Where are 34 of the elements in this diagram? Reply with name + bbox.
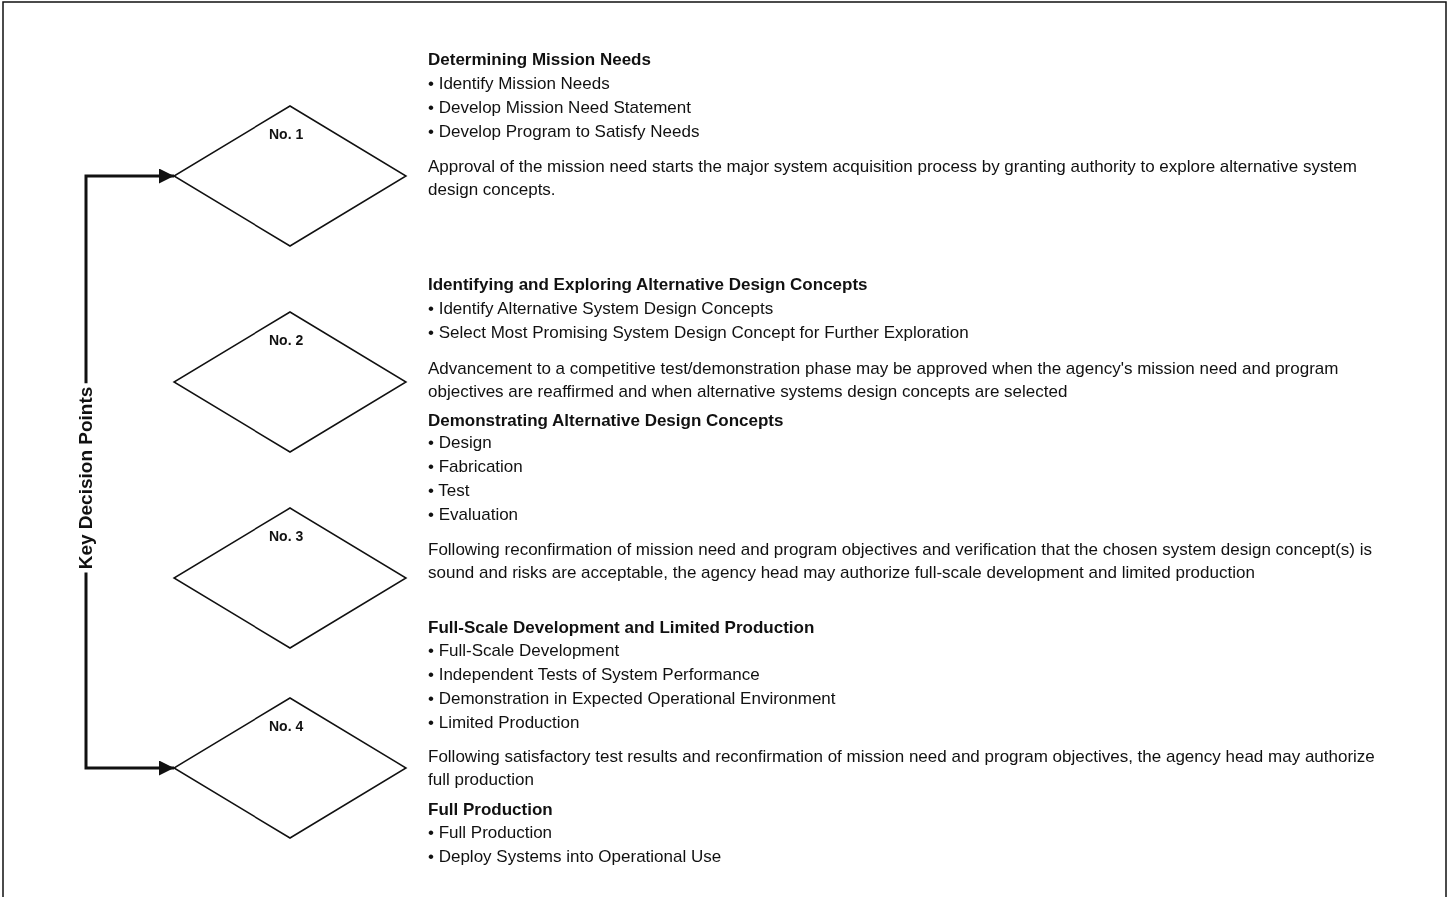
bullet-item: • Design <box>428 432 492 454</box>
bullet-item: • Develop Program to Satisfy Needs <box>428 121 700 143</box>
description-paragraph: Following satisfactory test results and reconfirmation of mission need and program objectives, the agency head may authorize full production <box>428 746 1376 791</box>
bullet-item: • Limited Production <box>428 712 580 734</box>
bullet-item: • Test <box>428 480 470 502</box>
bullet-item: • Full-Scale Development <box>428 640 620 662</box>
bullet-item: • Deploy Systems into Operational Use <box>428 846 722 868</box>
decision-number: No. 3 <box>269 528 304 544</box>
section-heading: Full Production <box>428 799 553 821</box>
arrow <box>84 168 174 384</box>
section-heading: Determining Mission Needs <box>428 49 651 71</box>
bullet-item: • Evaluation <box>428 504 519 526</box>
decision-number: No. 2 <box>269 332 304 348</box>
decision-diamond <box>174 508 406 648</box>
description-paragraph: Following reconfirmation of mission need and program objectives and verification that the chosen system design concept(s) is sound and risks are acceptable, the agency head may authorize full-scale development and limited production <box>428 539 1373 584</box>
decision-number: No. 1 <box>269 126 304 142</box>
section-heading: Identifying and Exploring Alternative Design Concepts <box>428 274 868 296</box>
bullet-item: • Develop Mission Need Statement <box>428 97 691 119</box>
decision-diamond <box>174 698 406 838</box>
bullet-item: • Independent Tests of System Performance <box>428 664 760 686</box>
decision-diamond <box>174 106 406 246</box>
bullet-item: • Identify Alternative System Design Concepts <box>428 298 774 320</box>
description-paragraph: Approval of the mission need starts the major system acquisition process by granting authority to explore alternative system design concepts. <box>428 156 1358 201</box>
decision-diamond <box>174 312 406 452</box>
section-heading: Demonstrating Alternative Design Concepts <box>428 410 784 432</box>
arrow <box>84 572 174 776</box>
bullet-item: • Full Production <box>428 822 553 844</box>
bullet-item: • Fabrication <box>428 456 523 478</box>
bullet-item: • Demonstration in Expected Operational Environment <box>428 688 836 710</box>
description-paragraph: Advancement to a competitive test/demonstration phase may be approved when the agency's mission need and program objectives are reaffirmed and when alternative systems design concepts are selected <box>428 358 1340 403</box>
bullet-item: • Identify Mission Needs <box>428 73 610 95</box>
bullet-item: • Select Most Promising System Design Concept for Further Exploration <box>428 322 969 344</box>
section-heading: Full-Scale Development and Limited Production <box>428 617 815 639</box>
decision-number: No. 4 <box>269 718 304 734</box>
